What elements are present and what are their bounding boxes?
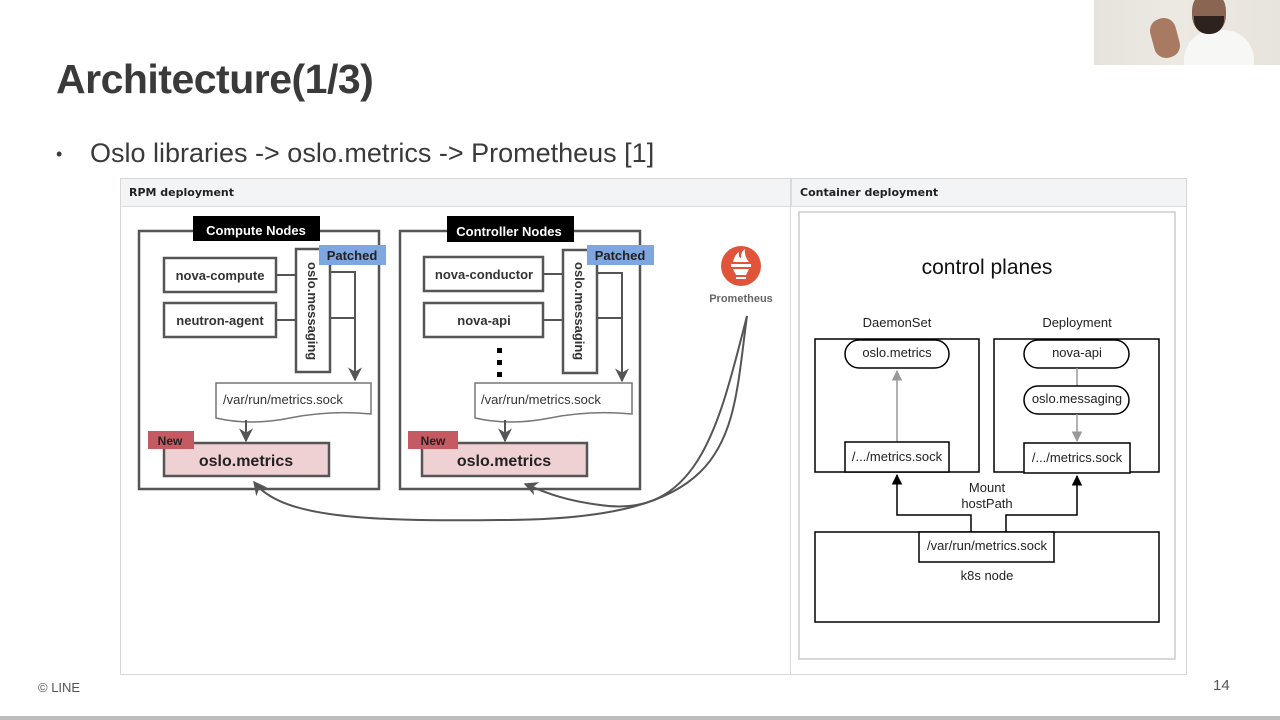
compute-nodes-group: Compute Nodes nova-compute neutron-agent…	[137, 216, 386, 491]
webcam-shirt	[1184, 30, 1254, 65]
messaging-to-socket-arrow	[330, 271, 362, 382]
container-deployment-header: Container deployment	[791, 179, 1186, 207]
webcam-beard	[1194, 16, 1224, 34]
oslo-metrics-label: oslo.metrics	[199, 453, 293, 470]
socket-doc-shape	[474, 382, 633, 423]
panel-divider	[790, 179, 791, 674]
node-socket-label: /var/run/metrics.sock	[927, 538, 1047, 553]
rpm-deployment-header: RPM deployment	[121, 179, 791, 207]
prometheus-bar	[731, 264, 751, 267]
prometheus-group: Prometheus	[253, 246, 773, 522]
socket-doc-shape	[215, 382, 372, 423]
daemonset-socket-label: /.../metrics.sock	[852, 449, 943, 464]
oslo-messaging-box	[561, 248, 599, 375]
ellipsis-dot	[497, 360, 502, 365]
container-diagram: control planes DaemonSet oslo.metrics /.…	[798, 211, 1176, 660]
control-planes-title: control planes	[922, 256, 1053, 279]
ellipsis-dot	[497, 372, 502, 377]
patched-badge	[319, 245, 386, 265]
service-nova-compute	[162, 256, 278, 294]
oslo-messaging-label: oslo.messaging	[305, 262, 320, 360]
daemonset-oslo-metrics	[844, 339, 950, 369]
deployment-socket-label: /.../metrics.sock	[1032, 450, 1123, 465]
prometheus-bowl	[733, 269, 749, 275]
bullet-text: Oslo libraries -> oslo.metrics -> Promet…	[90, 138, 655, 168]
deployment-socket-box	[1023, 442, 1131, 474]
service-label: nova-conductor	[435, 267, 533, 282]
service-nova-api	[422, 301, 545, 339]
prometheus-label: Prometheus	[709, 293, 773, 305]
patched-badge	[587, 245, 654, 265]
mount-deployment-arrow	[1005, 474, 1083, 532]
oslo-messaging-box	[294, 247, 332, 374]
presenter-webcam	[1094, 0, 1280, 65]
oslo-metrics-box	[420, 441, 589, 478]
daemonset-label: DaemonSet	[863, 315, 932, 330]
bullet-marker: •	[56, 144, 63, 165]
prometheus-flame	[733, 249, 749, 262]
copyright: © LINE	[38, 680, 81, 695]
new-badge	[408, 431, 458, 449]
socket-label: /var/run/metrics.sock	[223, 392, 343, 407]
new-badge-label: New	[158, 434, 183, 448]
page-number: 14	[1213, 677, 1230, 694]
controller-nodes-title-bg	[447, 216, 574, 242]
daemonset-socket-box	[844, 441, 950, 473]
patched-badge-label: Patched	[595, 248, 646, 263]
service-label: nova-api	[457, 313, 510, 328]
oslo-metrics-label: oslo.metrics	[457, 453, 551, 470]
service-label: nova-compute	[176, 268, 265, 283]
controller-nodes-group: Controller Nodes nova-conductor nova-api…	[398, 216, 654, 491]
mount-label: Mount	[969, 480, 1006, 495]
deployment-nova-api-label: nova-api	[1052, 345, 1102, 360]
service-label: neutron-agent	[176, 313, 264, 328]
service-nova-conductor	[422, 255, 545, 293]
mount-daemonset-arrow	[891, 473, 972, 532]
prometheus-base	[736, 277, 746, 279]
patched-badge-label: Patched	[327, 248, 378, 263]
controller-nodes-title: Controller Nodes	[456, 224, 561, 239]
compute-nodes-title-bg	[193, 216, 320, 241]
messaging-to-socket-arrow	[597, 272, 629, 383]
ellipsis-dot	[497, 348, 502, 353]
deployment-label: Deployment	[1042, 315, 1112, 330]
bottom-border	[0, 716, 1280, 720]
k8s-node-label: k8s node	[961, 568, 1014, 583]
slide-title: Architecture(1/3)	[56, 56, 374, 102]
deployment-oslo-messaging-label: oslo.messaging	[1032, 391, 1122, 406]
scrape-compute-curve	[253, 315, 748, 522]
socket-label: /var/run/metrics.sock	[481, 392, 601, 407]
service-neutron-agent	[162, 301, 278, 339]
compute-nodes-title: Compute Nodes	[206, 223, 306, 238]
daemonset-oslo-metrics-label: oslo.metrics	[862, 345, 932, 360]
new-badge	[148, 431, 194, 449]
bullet-point: • Oslo libraries -> oslo.metrics -> Prome…	[56, 138, 654, 169]
new-badge-label: New	[421, 434, 446, 448]
oslo-messaging-label: oslo.messaging	[572, 262, 587, 360]
hostpath-label: hostPath	[961, 496, 1012, 511]
oslo-metrics-box	[162, 441, 331, 478]
node-socket-box	[918, 531, 1055, 563]
